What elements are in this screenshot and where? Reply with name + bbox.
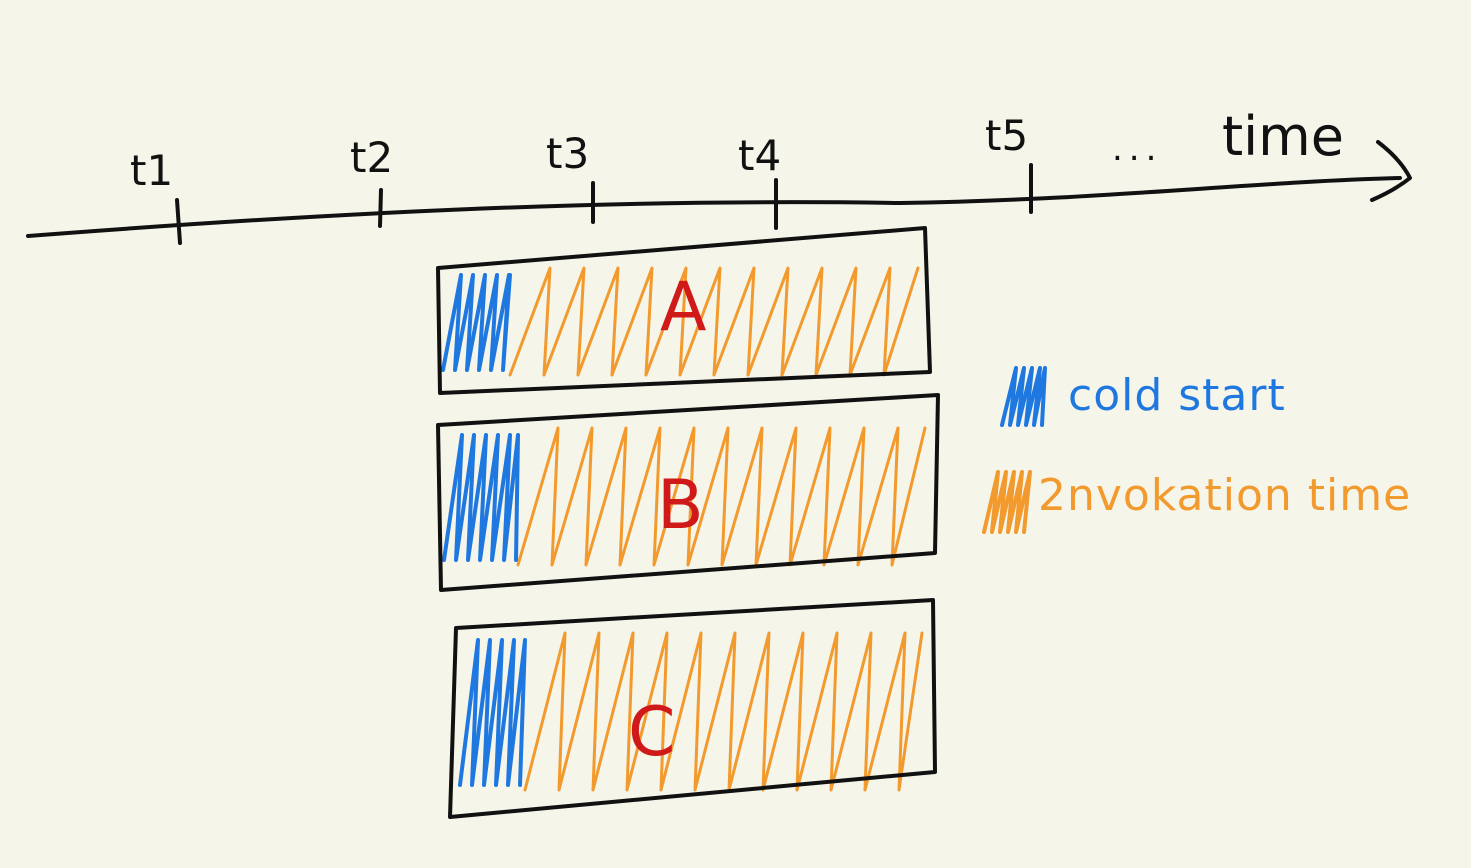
tick-mark-t1 <box>175 198 182 245</box>
tick-label-t1: t1 <box>130 146 173 195</box>
tick-label-t2: t2 <box>350 133 393 182</box>
tick-label-t5: t5 <box>985 111 1028 160</box>
cold-start-hatch <box>441 273 512 372</box>
bar-outline <box>436 226 932 395</box>
bar-C: C <box>448 598 937 819</box>
tick-label-t4: t4 <box>738 131 781 180</box>
bar-label: C <box>628 693 675 772</box>
cold-start-hatch <box>442 433 520 562</box>
bar-outline <box>436 393 940 592</box>
bar-label: A <box>660 268 707 347</box>
axis-line <box>26 176 1402 238</box>
axis-arrowhead <box>1370 140 1412 202</box>
time-axis: t1 t2 t3 t4 t5 ... time <box>26 105 1412 245</box>
legend-swatch-invocation <box>982 470 1032 534</box>
bar-B: B <box>436 393 940 592</box>
tick-mark-t2 <box>378 188 383 228</box>
bar-label: B <box>657 466 704 545</box>
legend-swatch-cold-start <box>1000 366 1047 427</box>
tick-label-t3: t3 <box>546 129 589 178</box>
axis-ellipsis: ... <box>1112 129 1162 169</box>
invocation-hatch <box>516 426 927 567</box>
cold-start-hatch <box>458 638 527 787</box>
invocation-hatch <box>523 631 924 792</box>
bar-A: A <box>436 226 932 395</box>
legend: cold start 2nvokation time <box>982 366 1411 534</box>
invocation-bars: A B C <box>436 226 940 819</box>
legend-label-cold-start: cold start <box>1068 370 1286 421</box>
legend-label-invocation: 2nvokation time <box>1038 470 1411 521</box>
invocation-hatch <box>508 266 920 377</box>
cold-start-swatch-hatch <box>1000 366 1047 427</box>
bar-outline <box>448 598 937 819</box>
invocation-swatch-hatch <box>982 470 1032 534</box>
axis-label-time: time <box>1222 105 1344 168</box>
